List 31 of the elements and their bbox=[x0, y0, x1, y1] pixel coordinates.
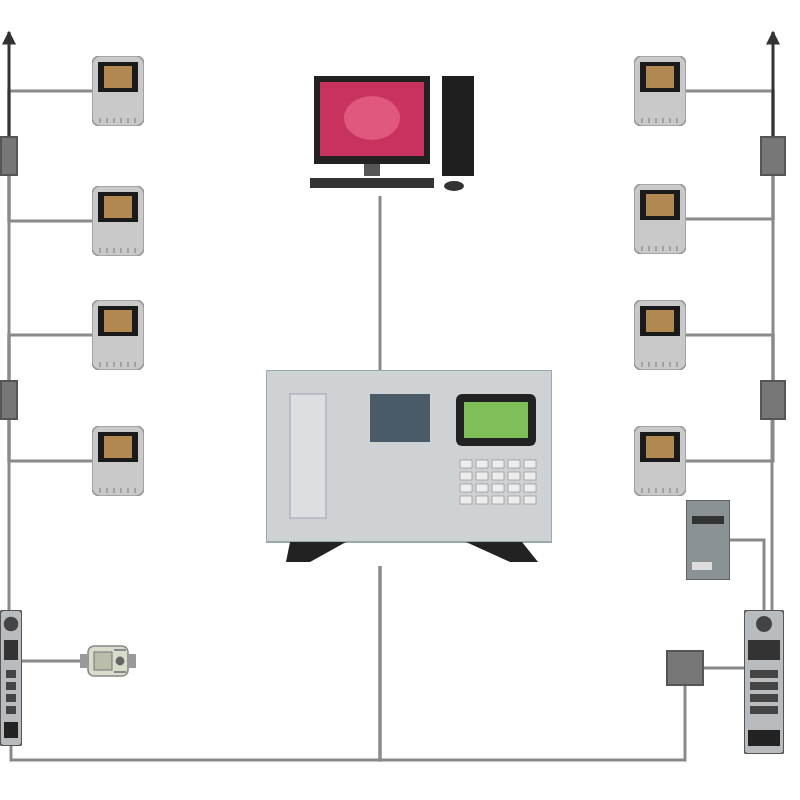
connector-line bbox=[730, 538, 766, 610]
connector-line bbox=[7, 176, 11, 380]
video-monitor-drawing bbox=[634, 426, 686, 496]
door-station-drawing bbox=[0, 610, 22, 746]
junction-box bbox=[666, 650, 704, 686]
connector-line bbox=[7, 420, 11, 610]
connector-line bbox=[22, 659, 80, 663]
video-monitor-drawing bbox=[634, 56, 686, 126]
junction-box bbox=[0, 380, 18, 420]
device-drawing bbox=[80, 644, 136, 678]
connector-line bbox=[770, 420, 774, 610]
video-monitor-drawing bbox=[92, 186, 144, 256]
connector-line bbox=[704, 666, 744, 670]
wall-panel-drawing bbox=[686, 500, 730, 580]
video-monitor-drawing bbox=[634, 184, 686, 254]
junction-box bbox=[0, 136, 18, 176]
connector-line bbox=[771, 176, 775, 380]
arrow bbox=[2, 30, 16, 136]
junction-box bbox=[760, 380, 786, 420]
computer-drawing bbox=[310, 76, 480, 196]
console-drawing bbox=[266, 370, 552, 566]
connector-line bbox=[378, 196, 382, 370]
video-monitor-drawing bbox=[92, 300, 144, 370]
video-monitor-drawing bbox=[634, 300, 686, 370]
arrow bbox=[766, 30, 780, 136]
video-monitor-drawing bbox=[92, 426, 144, 496]
connector-line bbox=[378, 566, 687, 762]
junction-box bbox=[760, 136, 786, 176]
video-monitor-drawing bbox=[92, 56, 144, 126]
connector-line bbox=[686, 420, 775, 463]
door-station-drawing bbox=[744, 610, 784, 754]
